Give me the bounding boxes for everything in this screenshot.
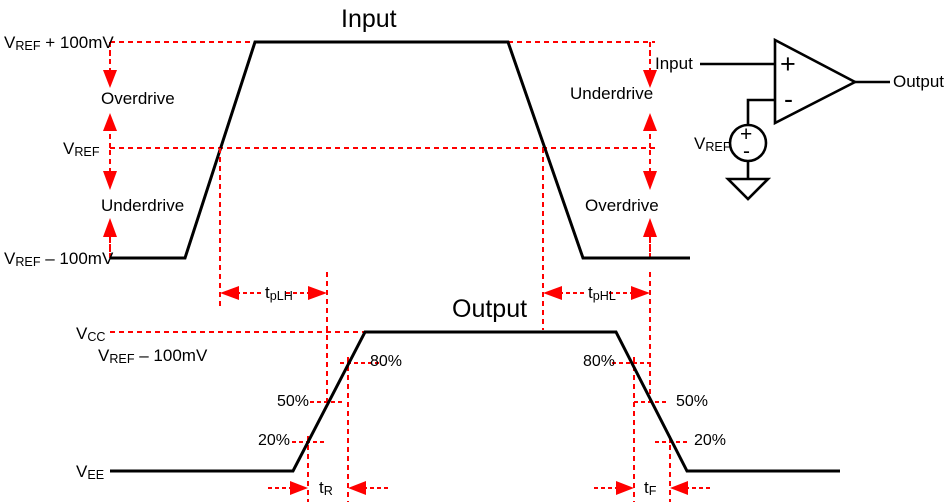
tf-arrowhead-right-pointing [616, 481, 634, 495]
vee-subscript: EE [87, 468, 105, 483]
tplh-subscript: pLH [269, 289, 293, 304]
vee-label: VEE [76, 462, 105, 483]
circuit-output-label: Output [893, 72, 944, 91]
tf-arrowhead-left-pointing [670, 481, 688, 495]
vref-subscript: REF [74, 145, 100, 160]
tr-arrowhead-right-pointing [290, 481, 308, 495]
tr-subscript: R [323, 484, 333, 499]
vref-source-minus-symbol: - [743, 140, 750, 163]
opamp-triangle [773, 37, 858, 126]
tphl-arrowhead-left [543, 286, 562, 300]
overdrive-label-right: Overdrive [585, 196, 659, 215]
ground-symbol [724, 177, 772, 201]
tplh-arrowhead-right [308, 286, 327, 300]
vref-minus-100mv-subscript: REF [15, 255, 41, 270]
tf-label: tF [644, 478, 657, 499]
tf-subscript: F [648, 484, 657, 499]
underdrive-left-arrowhead-up [103, 218, 117, 237]
input-waveform-trace [110, 40, 690, 260]
vcc-label: VCC [76, 324, 106, 345]
vcc-subscript: CC [87, 330, 106, 345]
underdrive-left-arrowhead-down [103, 171, 117, 190]
vcc-note-prefix: V [98, 346, 110, 365]
tphl-arrowhead-right [631, 286, 650, 300]
tphl-subscript: pHL [592, 289, 616, 304]
fall-80-percent-label: 80% [583, 353, 616, 370]
overdrive-label-left: Overdrive [101, 89, 175, 108]
underdrive-label-left: Underdrive [101, 196, 185, 215]
tf-prefix: t [644, 478, 649, 497]
fall-20-percent-label: 20% [694, 432, 727, 449]
overdrive-left-arrowhead-down [103, 70, 117, 88]
tr-arrowhead-left-pointing [348, 481, 366, 495]
vref-source-plus-symbol: + [740, 123, 753, 146]
rise-20-percent-label: 20% [258, 432, 291, 449]
vref-plus-100mv-prefix: V [4, 33, 16, 52]
tplh-label: tpLH [265, 283, 293, 304]
tr-prefix: t [319, 478, 324, 497]
tphl-label: tpHL [588, 283, 616, 304]
fall-50-percent-label: 50% [676, 393, 709, 410]
underdrive-right-arrowhead-up [643, 113, 657, 131]
vref-minus-100mv-label: VREF – 100mV [4, 249, 114, 270]
opamp-inverting-input-wire [746, 98, 775, 125]
vref-plus-100mv-subscript: REF [15, 39, 41, 54]
tphl-prefix: t [588, 283, 593, 302]
vref-prefix: V [63, 139, 75, 158]
underdrive-right-arrowhead-down [643, 70, 657, 88]
circuit-vref-label: VREF [694, 134, 731, 155]
vcc-prefix: V [76, 324, 88, 343]
circuit-input-label: Input [655, 54, 693, 73]
output-waveform-trace [110, 330, 840, 473]
circuit-vref-prefix: V [694, 134, 706, 153]
rise-80-percent-label: 80% [370, 353, 403, 370]
vee-prefix: V [76, 462, 88, 481]
output-title: Output [452, 295, 528, 323]
opamp-inverting-minus-symbol: - [784, 84, 793, 114]
circuit-vref-subscript: REF [705, 140, 731, 155]
vref-plus-100mv-label: VREF + 100mV [4, 33, 114, 54]
vref-label: VREF [63, 139, 100, 160]
overdrive-left-arrowhead-up [103, 113, 117, 131]
vcc-note-subscript: REF [109, 352, 135, 367]
opamp-noninverting-plus-symbol: + [780, 49, 796, 79]
overdrive-right-arrowhead-down [643, 171, 657, 190]
tr-label: tR [319, 478, 333, 499]
underdrive-label-right: Underdrive [570, 84, 654, 103]
vref-plus-100mv-suffix: + 100mV [40, 33, 114, 52]
overdrive-right-arrowhead-up [643, 218, 657, 237]
input-title: Input [341, 5, 397, 33]
vcc-note-label: VREF – 100mV [98, 346, 208, 367]
vcc-note-suffix: – 100mV [134, 346, 208, 365]
tplh-prefix: t [265, 283, 270, 302]
vref-minus-100mv-suffix: – 100mV [40, 249, 114, 268]
rise-50-percent-label: 50% [277, 393, 310, 410]
tplh-arrowhead-left [220, 286, 239, 300]
vref-minus-100mv-prefix: V [4, 249, 16, 268]
